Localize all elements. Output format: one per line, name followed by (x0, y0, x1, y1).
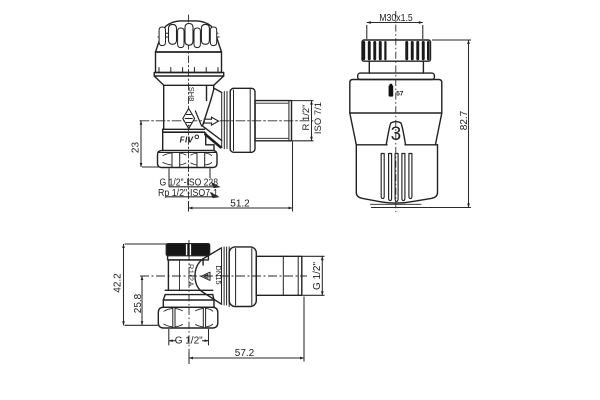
svg-text:Rp 1/2"-ISO7-1: Rp 1/2"-ISO7-1 (158, 188, 218, 199)
svg-text:DN15: DN15 (214, 265, 223, 284)
svg-text:G 1/2"-ISO 228: G 1/2"-ISO 228 (160, 178, 219, 189)
svg-text:R 1/2": R 1/2" (301, 104, 312, 130)
svg-text:ISO 7/1: ISO 7/1 (313, 102, 324, 134)
svg-text:G 1/2": G 1/2" (312, 262, 323, 290)
svg-text:R1/2A: R1/2A (187, 264, 196, 287)
svg-text:82.7: 82.7 (459, 110, 470, 130)
svg-text:M30x1.5: M30x1.5 (379, 12, 413, 24)
svg-text:3: 3 (391, 124, 402, 145)
svg-text:SH8: SH8 (187, 87, 196, 102)
svg-text:42.2: 42.2 (113, 273, 124, 293)
svg-text:FIV: FIV (180, 136, 194, 145)
svg-text:57.2: 57.2 (235, 348, 255, 359)
svg-text:23: 23 (131, 142, 142, 154)
svg-text:G 1/2": G 1/2" (175, 336, 203, 347)
svg-text:51.2: 51.2 (230, 199, 250, 210)
svg-text:25.8: 25.8 (133, 293, 144, 313)
svg-text:57: 57 (396, 90, 404, 97)
